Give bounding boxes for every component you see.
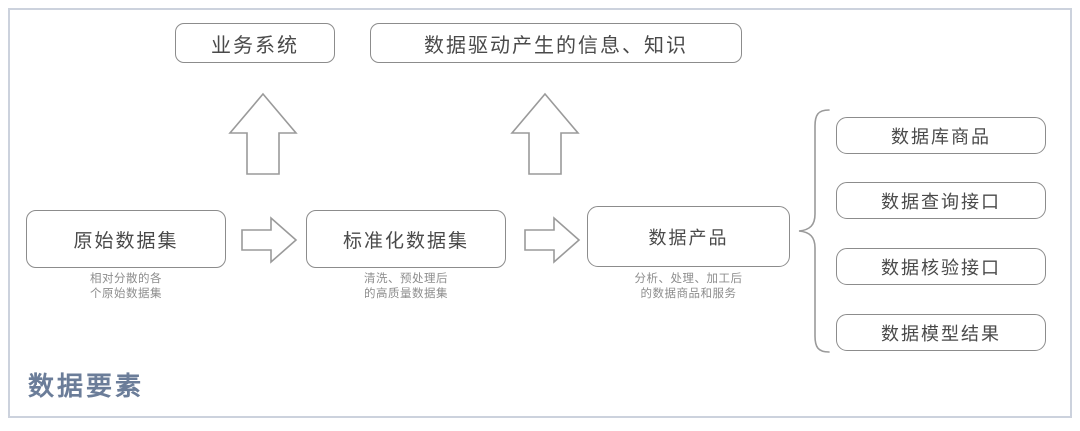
up-arrow-icon-to-knowledge <box>510 92 580 175</box>
stage-caption-standardized-dataset: 清洗、预处理后 的高质量数据集 <box>364 273 448 300</box>
product-type-label-database-goods: 数据库商品 <box>891 126 991 147</box>
product-type-label-data-model-result: 数据模型结果 <box>881 323 1001 344</box>
outcome-label-business-system: 业务系统 <box>211 34 299 57</box>
outcome-label-data-driven-knowledge: 数据驱动产生的信息、知识 <box>424 34 688 57</box>
stage-box-data-product[interactable]: 数据产品 <box>587 206 790 267</box>
right-arrow-icon-standardized-to-product <box>524 216 581 264</box>
stage-box-standardized-dataset[interactable]: 标准化数据集 <box>306 210 506 268</box>
product-type-box-data-verify-api[interactable]: 数据核验接口 <box>836 248 1046 285</box>
stage-label-standardized-dataset: 标准化数据集 <box>342 230 469 252</box>
outcome-box-business-system[interactable]: 业务系统 <box>175 23 335 63</box>
product-type-box-database-goods[interactable]: 数据库商品 <box>836 117 1046 154</box>
up-arrow-icon-to-business-system <box>228 92 298 175</box>
page-title: 数据要素 <box>28 371 145 401</box>
stage-caption-raw-dataset: 相对分散的各 个原始数据集 <box>90 273 162 300</box>
product-type-label-data-verify-api: 数据核验接口 <box>881 257 1001 278</box>
curly-brace-icon <box>798 109 830 353</box>
product-type-box-data-query-api[interactable]: 数据查询接口 <box>836 182 1046 219</box>
product-type-box-data-model-result[interactable]: 数据模型结果 <box>836 314 1046 351</box>
stage-label-data-product: 数据产品 <box>648 227 729 248</box>
stage-box-raw-dataset[interactable]: 原始数据集 <box>26 210 226 268</box>
right-arrow-icon-raw-to-standardized <box>241 216 298 264</box>
product-type-label-data-query-api: 数据查询接口 <box>881 191 1001 212</box>
stage-caption-data-product: 分析、处理、加工后 的数据商品和服务 <box>634 273 743 300</box>
stage-label-raw-dataset: 原始数据集 <box>73 230 179 252</box>
outcome-box-data-driven-knowledge[interactable]: 数据驱动产生的信息、知识 <box>370 23 742 63</box>
